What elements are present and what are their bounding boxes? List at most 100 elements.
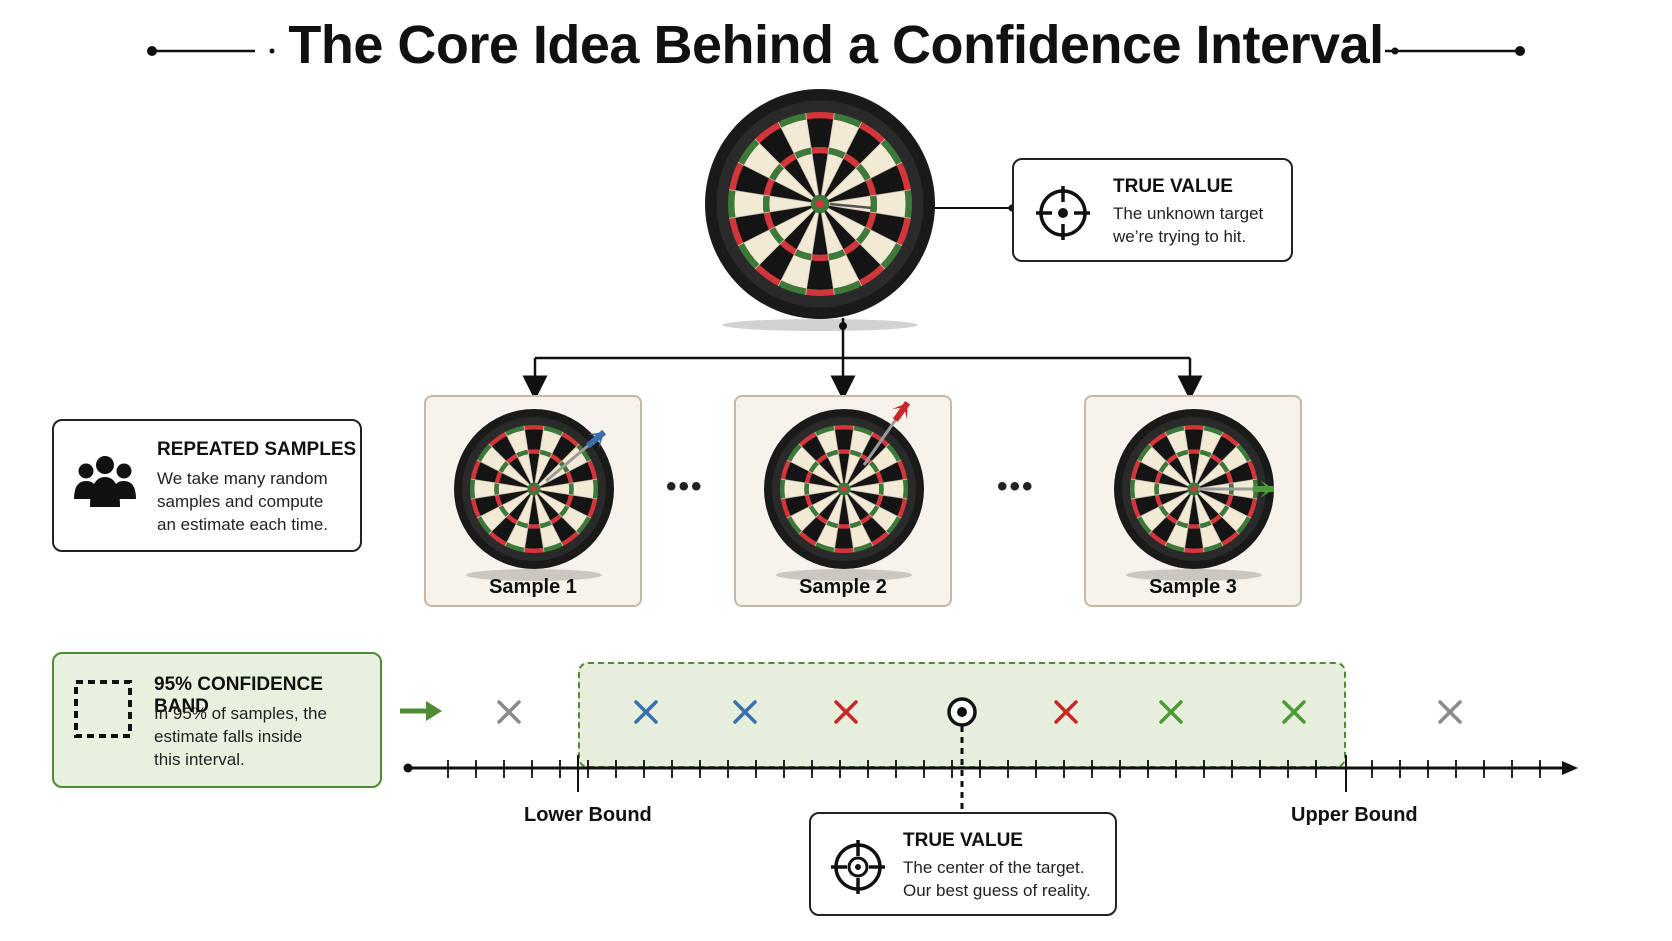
inner-segment bbox=[509, 493, 532, 521]
inner-segment bbox=[774, 208, 814, 240]
triple-ring-segment bbox=[769, 226, 785, 245]
page-title: The Core Idea Behind a Confidence Interv… bbox=[288, 15, 1384, 75]
true-value-line: The unknown target bbox=[1113, 204, 1264, 223]
confidence-band-heading: 95% CONFIDENCE BAND bbox=[154, 674, 323, 717]
wire bbox=[829, 205, 911, 219]
inner-segment bbox=[846, 493, 869, 521]
inner-segment bbox=[850, 483, 880, 495]
wire bbox=[536, 494, 564, 547]
inner-segment bbox=[498, 483, 528, 495]
double-ring-segment bbox=[1236, 516, 1252, 535]
double-ring-segment bbox=[1247, 459, 1258, 480]
double-ring-segment bbox=[786, 516, 802, 535]
wire bbox=[805, 113, 819, 195]
outer-segment bbox=[524, 429, 544, 450]
wire bbox=[538, 493, 580, 535]
triple-ring-segment bbox=[763, 178, 775, 197]
outer-segment bbox=[1184, 528, 1204, 549]
triple-ring-segment bbox=[1165, 513, 1179, 525]
repeated-samples-line: samples and compute bbox=[157, 492, 324, 511]
double-ring-segment bbox=[1183, 547, 1205, 553]
double-ring-segment bbox=[1183, 425, 1205, 431]
double-ring-segment bbox=[576, 443, 592, 462]
inner-segment bbox=[502, 464, 530, 487]
estimate-mark bbox=[1159, 700, 1183, 724]
inner-segment bbox=[784, 210, 816, 250]
wire bbox=[539, 459, 592, 487]
triple-ring-segment bbox=[849, 520, 863, 529]
triple-ring-segment bbox=[549, 513, 563, 525]
double-ring-segment bbox=[780, 459, 791, 480]
green-arrow-icon bbox=[400, 701, 442, 721]
outer-segment bbox=[816, 430, 838, 454]
estimate-mark bbox=[1054, 700, 1078, 724]
double-ring-segment bbox=[587, 498, 598, 519]
sample-label: Sample 2 bbox=[799, 576, 887, 598]
inner-segment bbox=[528, 453, 540, 483]
outer-segment bbox=[834, 429, 854, 450]
wire bbox=[476, 491, 529, 519]
inner-segment bbox=[821, 154, 843, 196]
triple-ring-segment bbox=[855, 226, 871, 245]
triple-ring-segment bbox=[498, 504, 510, 518]
wire bbox=[1183, 425, 1194, 483]
outer-segment bbox=[870, 212, 905, 243]
outer-segment bbox=[1134, 479, 1155, 499]
double-ring-segment bbox=[738, 138, 760, 166]
inner-segment bbox=[824, 158, 856, 198]
triple-ring-segment bbox=[865, 178, 877, 197]
inner-segment bbox=[1196, 493, 1219, 521]
double-ring-segment bbox=[814, 542, 835, 553]
outer-segment bbox=[735, 212, 770, 243]
double-ring-segment bbox=[833, 113, 862, 128]
double-ring-segment bbox=[1236, 443, 1252, 462]
wire bbox=[814, 431, 842, 484]
double-ring-segment bbox=[1164, 542, 1185, 553]
double-ring-segment bbox=[729, 162, 744, 191]
triple-ring-segment bbox=[808, 504, 820, 518]
sample-label: Sample 3 bbox=[1149, 576, 1237, 598]
triple-ring-segment bbox=[565, 494, 574, 508]
triple-ring-segment bbox=[762, 195, 771, 213]
outer-segment bbox=[569, 461, 593, 483]
double-ring-segment bbox=[880, 138, 902, 166]
wire bbox=[504, 494, 532, 547]
inner-segment bbox=[812, 464, 840, 487]
triple-ring-segment bbox=[827, 147, 846, 159]
repeated-samples-card: REPEATED SAMPLES We take many random sam… bbox=[52, 419, 362, 552]
triple-ring-segment bbox=[1209, 453, 1223, 465]
wire bbox=[476, 459, 529, 487]
estimate-mark bbox=[634, 700, 658, 724]
wire bbox=[540, 478, 598, 489]
double-ring-segment bbox=[798, 431, 817, 447]
estimate-mark bbox=[733, 700, 757, 724]
inner-segment bbox=[774, 168, 814, 200]
outer-segment bbox=[524, 528, 544, 549]
triple-ring-segment bbox=[815, 513, 829, 525]
triple-ring-segment bbox=[811, 146, 829, 155]
triple-ring-segment bbox=[878, 482, 884, 496]
wire bbox=[534, 425, 545, 483]
double-ring-segment bbox=[833, 280, 862, 295]
wire bbox=[833, 425, 844, 483]
wire bbox=[1183, 495, 1194, 553]
triple-ring-segment bbox=[1165, 453, 1179, 465]
double-ring-segment bbox=[592, 478, 598, 500]
triple-ring-segment bbox=[804, 494, 813, 508]
double-ring-segment bbox=[896, 162, 911, 191]
wire bbox=[780, 478, 838, 489]
wire bbox=[523, 495, 534, 553]
triple-ring-segment bbox=[1187, 523, 1201, 529]
triple-ring-segment bbox=[825, 520, 839, 529]
ellipsis: ••• bbox=[666, 470, 704, 503]
main-dartboard bbox=[700, 86, 940, 332]
sample-dartboard bbox=[454, 409, 614, 581]
wire bbox=[821, 213, 835, 295]
inner-segment bbox=[1188, 453, 1200, 483]
inner-segment bbox=[770, 181, 812, 203]
dartboard-graphic bbox=[705, 89, 935, 331]
outer-segment bbox=[850, 430, 872, 454]
wire bbox=[826, 138, 886, 198]
triple-ring-segment bbox=[549, 453, 563, 465]
double-ring-segment bbox=[778, 113, 807, 128]
